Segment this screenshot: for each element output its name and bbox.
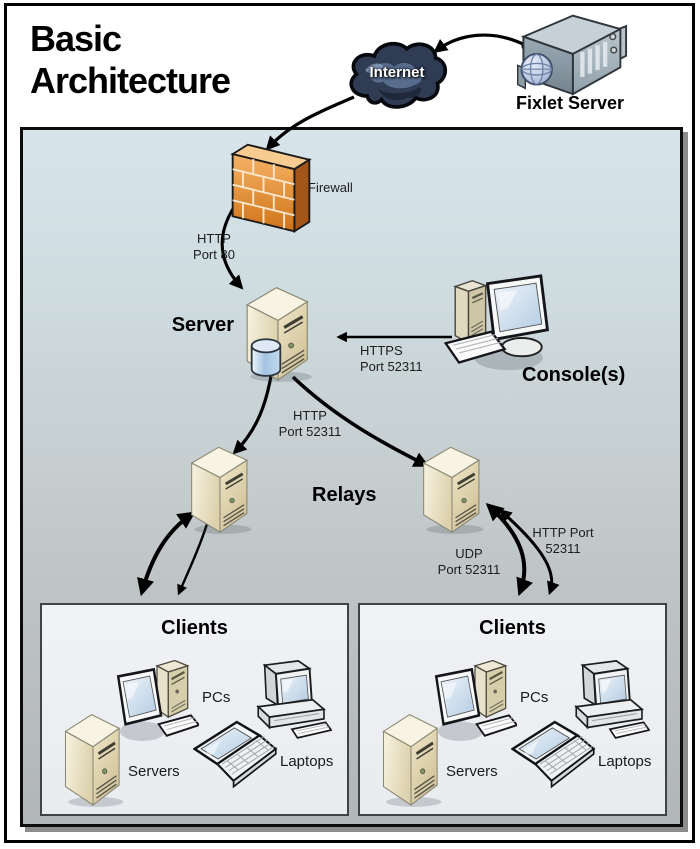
page-title: Basic Architecture xyxy=(30,18,231,102)
server-label: Server xyxy=(171,314,234,336)
consoles-label: Console(s) xyxy=(522,364,626,386)
client-server-tower-icon xyxy=(60,710,126,808)
desktop-pc-icon xyxy=(115,657,199,749)
udp-port-52311-label: UDP Port 52311 xyxy=(437,546,501,578)
pcs-label: PCs xyxy=(520,689,549,706)
fixlet-server-icon xyxy=(512,8,628,96)
clients-group-left: Clients PCs Servers Laptops xyxy=(40,603,349,816)
database-cylinder-icon xyxy=(249,338,283,378)
laptops-label: Laptops xyxy=(280,753,334,770)
console-computer-icon xyxy=(440,274,556,376)
http-port-52311-right-label: HTTP Port 52311 xyxy=(532,525,594,557)
client-server-tower-icon xyxy=(378,710,444,808)
relay-right-tower-icon xyxy=(418,443,486,535)
pcs-label: PCs xyxy=(202,689,231,706)
clients-group-right: Clients PCs Servers Laptops xyxy=(358,603,667,816)
firewall-label: Firewall xyxy=(308,180,353,195)
relays-label: Relays xyxy=(312,484,377,506)
servers-label: Servers xyxy=(446,763,498,780)
http-port-80-label: HTTP Port 80 xyxy=(193,231,235,263)
clients-title: Clients xyxy=(479,617,546,639)
internet-label: Internet xyxy=(369,64,425,81)
relay-left-tower-icon xyxy=(186,443,254,535)
clients-title: Clients xyxy=(161,617,228,639)
desktop-pc-icon xyxy=(433,657,517,749)
firewall-icon xyxy=(228,140,314,236)
https-port-52311-label: HTTPS Port 52311 xyxy=(360,343,423,375)
laptops-label: Laptops xyxy=(598,753,652,770)
laptop-icon xyxy=(511,717,597,801)
laptop-icon xyxy=(193,717,279,801)
servers-label: Servers xyxy=(128,763,180,780)
http-port-52311-label: HTTP Port 52311 xyxy=(278,408,342,440)
page-border xyxy=(4,3,695,843)
fixlet-server-label: Fixlet Server xyxy=(515,93,625,113)
